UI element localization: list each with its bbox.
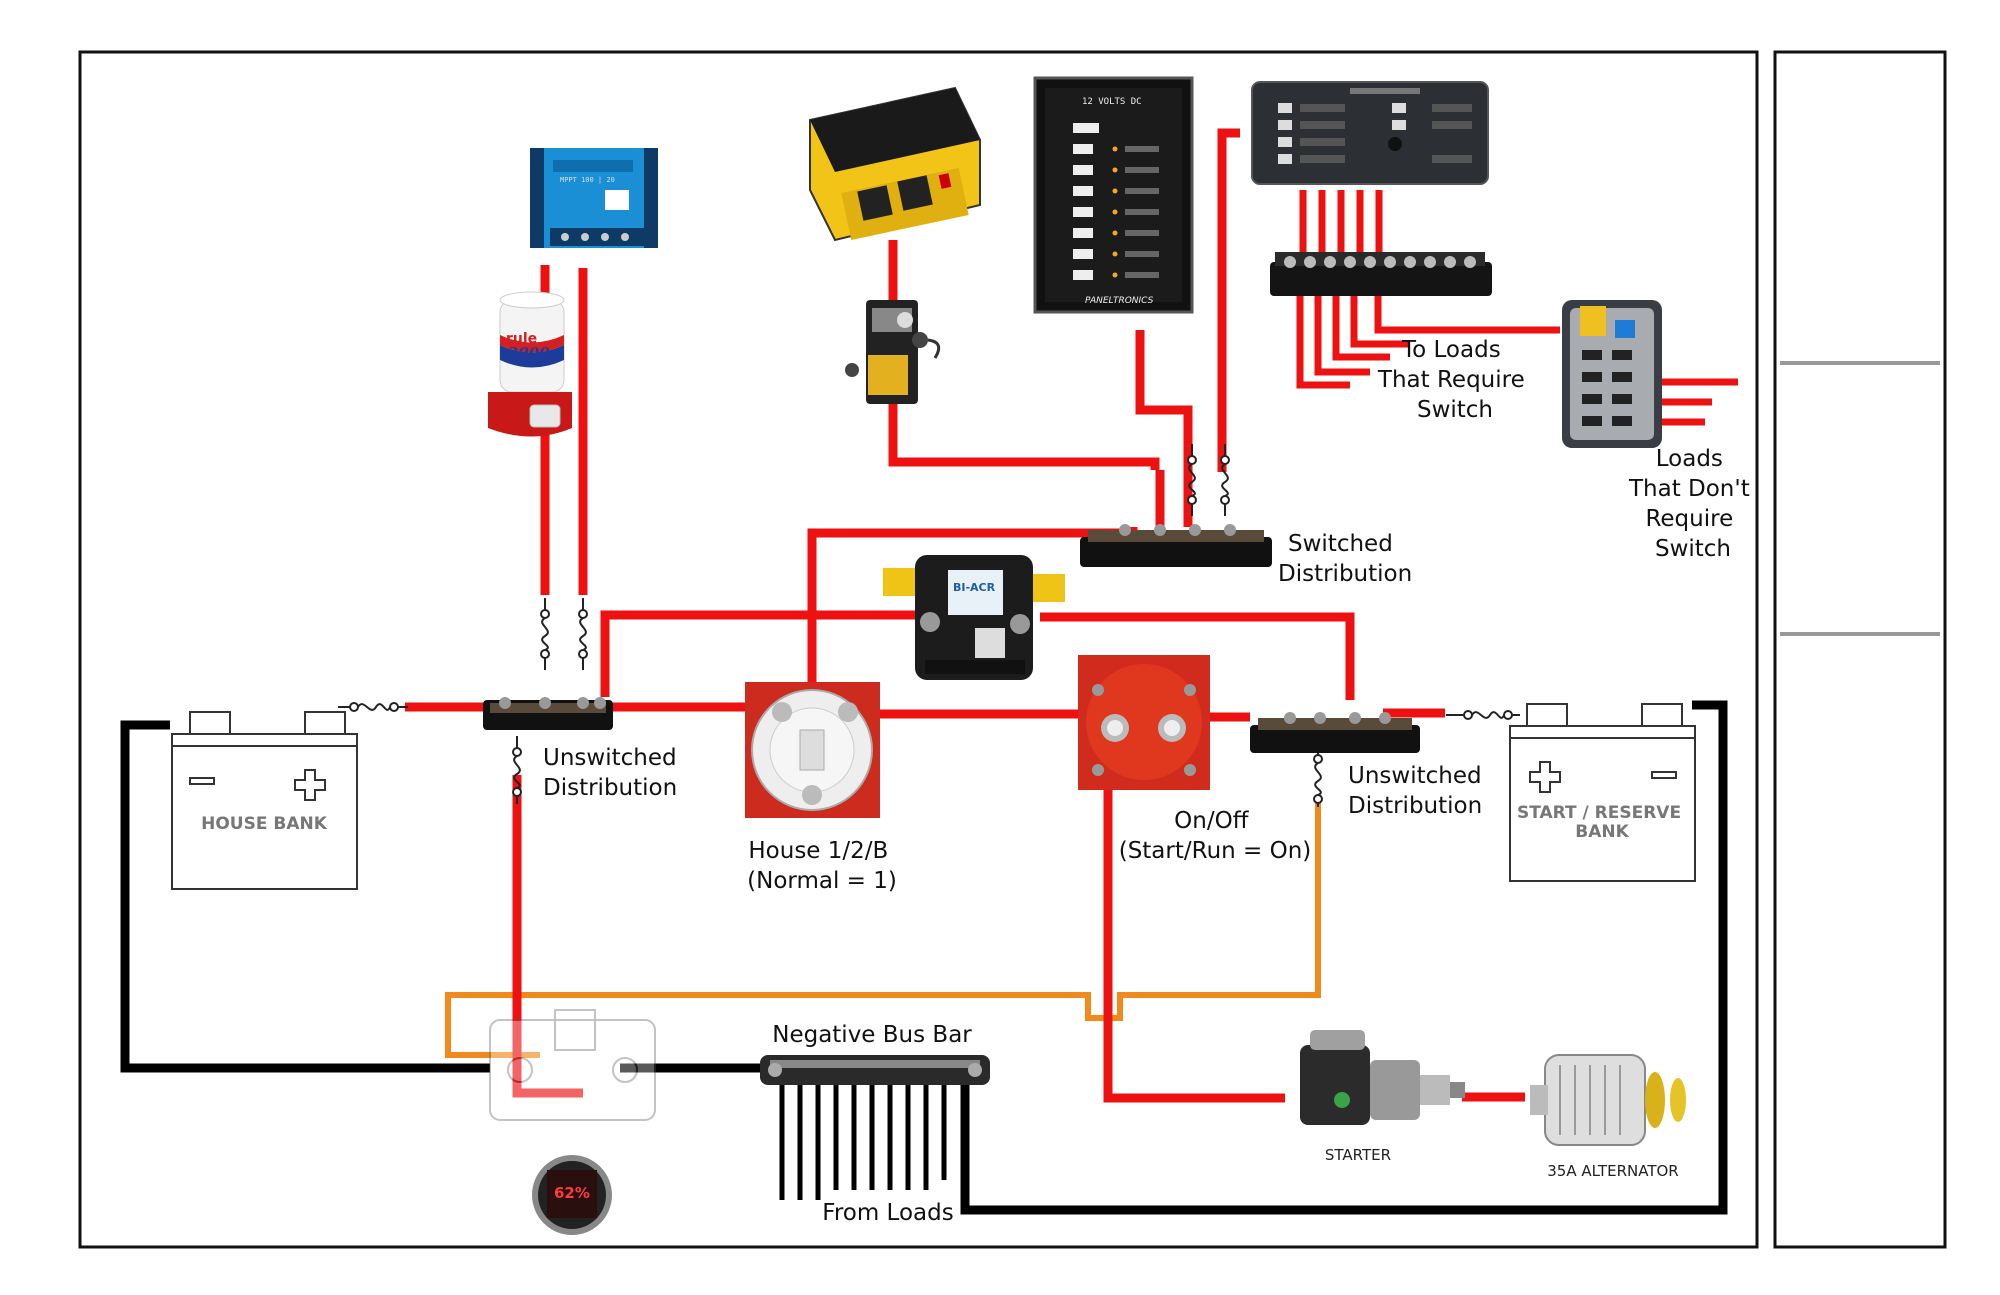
panel-brand: PANELTRONICS — [1085, 296, 1154, 306]
fuse-icon — [540, 598, 550, 670]
negative-bus-bar-label: Negative Bus Bar — [772, 1022, 972, 1048]
house-selector-switch — [745, 682, 880, 818]
house-switch-label: House 1/2/B (Normal = 1) — [747, 838, 897, 894]
house-bank-battery — [171, 711, 358, 890]
panel-title: 12 VOLTS DC — [1082, 97, 1142, 107]
negative-bus-bar — [760, 1055, 990, 1085]
battery-shunt — [489, 1009, 656, 1121]
fuse-icon — [1220, 444, 1230, 516]
unswitched-distribution-left-busbar — [483, 697, 613, 730]
fuse-icon — [578, 598, 588, 670]
pump-model: 2000 — [507, 344, 550, 362]
acr-label: BI-ACR — [953, 581, 996, 594]
switched-distribution-label: Switched Distribution — [1278, 531, 1412, 587]
fuse-icon — [512, 736, 522, 804]
loads-require-switch-label: To Loads That Require Switch — [1377, 337, 1532, 423]
inverter — [809, 86, 981, 242]
terminal-block — [1270, 252, 1492, 296]
onoff-battery-switch — [1078, 655, 1210, 790]
mppt-label: MPPT 100 | 20 — [560, 176, 615, 184]
unswitched-distribution-right-label: Unswitched Distribution — [1348, 763, 1489, 819]
unswitched-distribution-left-label: Unswitched Distribution — [543, 745, 684, 801]
alternator-label: 35A ALTERNATOR — [1547, 1162, 1678, 1180]
title-block-frame — [1773, 50, 1947, 1249]
fuse-icon — [1187, 444, 1197, 516]
starter-motor — [1300, 1030, 1465, 1125]
start-bank-label: START / RESERVE BANK — [1517, 803, 1687, 842]
fuse-block — [1562, 300, 1662, 448]
switched-distribution-busbar — [1080, 524, 1272, 567]
battery-monitor: 62% — [532, 1155, 612, 1235]
alternator — [1530, 1054, 1686, 1146]
loads-no-switch-label: Loads That Don't Require Switch — [1628, 446, 1757, 562]
diagram-labels: Switched Distribution Unswitched Distrib… — [201, 337, 1757, 1226]
pump-brand: rule — [506, 331, 537, 347]
mppt-charge-controller: MPPT 100 | 20 — [530, 148, 658, 248]
starter-label: STARTER — [1325, 1146, 1391, 1164]
from-loads-label: From Loads — [822, 1200, 953, 1226]
fuse-icon — [1446, 710, 1520, 720]
monitor-value: 62% — [554, 1184, 590, 1202]
house-bank-label: HOUSE BANK — [201, 814, 328, 834]
onoff-switch-label: On/Off (Start/Run = On) — [1119, 808, 1312, 864]
dc-breaker-panel: 12 VOLTS DC PANELTRONICS — [1033, 76, 1194, 314]
bilge-pump: rule 2000 — [488, 291, 572, 437]
diagram-frame — [78, 50, 1759, 1249]
switch-panel — [1251, 81, 1489, 185]
fuse-symbols — [338, 444, 1520, 807]
automatic-charging-relay: BI-ACR — [883, 555, 1065, 680]
fuse-icon — [338, 702, 408, 712]
unswitched-distribution-right-busbar — [1250, 712, 1420, 753]
circuit-breaker — [845, 300, 941, 404]
start-reserve-bank-battery — [1509, 703, 1696, 882]
